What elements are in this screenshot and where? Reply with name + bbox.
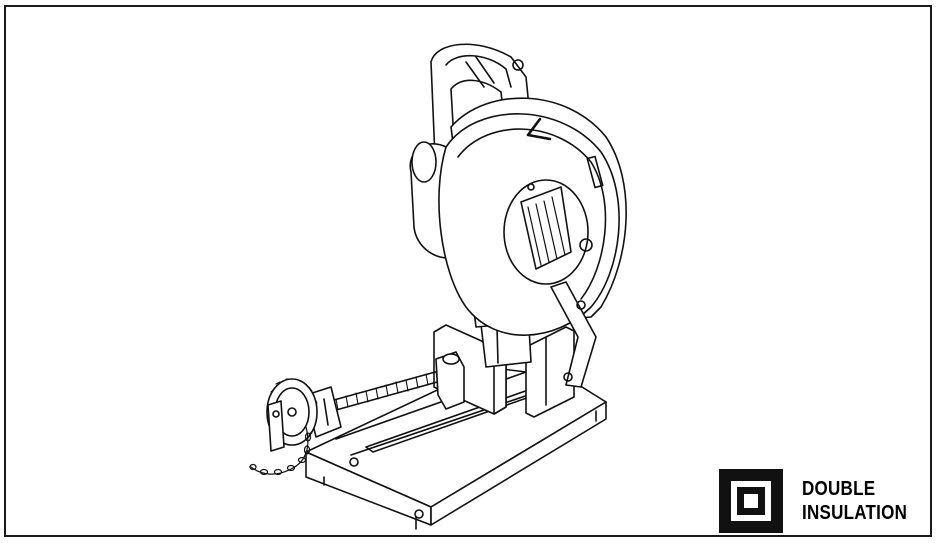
base-hole: [414, 509, 424, 519]
double-insulation-label: DOUBLE INSULATION: [802, 477, 907, 525]
linkage-arm: [550, 281, 597, 388]
handle-grip: [465, 61, 485, 88]
linkage-pin: [576, 300, 586, 310]
guard-bolt: [527, 183, 535, 191]
handle-grip: [475, 56, 495, 84]
handwheel-mount: [267, 400, 285, 452]
guard-slot: [586, 155, 604, 189]
motor-cap: [411, 141, 437, 183]
guard-arrow: [526, 117, 552, 141]
guard-window-hatch: [527, 196, 566, 266]
screw-edge: [317, 378, 449, 416]
guard-rim: [457, 128, 607, 300]
handwheel-knurl: [270, 378, 318, 436]
screw-bracket-line: [323, 398, 329, 426]
vise-post: [442, 353, 460, 365]
blade-guard: [438, 97, 627, 336]
screw-edge: [315, 368, 447, 406]
fence-right: [525, 326, 575, 418]
base-rail: [350, 388, 547, 456]
linkage-pin: [563, 372, 573, 382]
vise-jaw: [435, 351, 465, 410]
chain-link-marks: [249, 432, 312, 476]
handle-inner: [445, 54, 512, 88]
base-side: [430, 401, 607, 526]
handwheel-bolt: [272, 410, 280, 418]
cut-off-saw-illustration: [249, 43, 627, 530]
handwheel-hub: [287, 407, 297, 417]
handle-knob: [512, 59, 524, 71]
double-insulation-line2: INSULATION: [802, 502, 908, 524]
guard-linkage: [550, 281, 597, 388]
guard-bolt: [579, 238, 593, 252]
guard-window: [520, 186, 572, 270]
base-hole: [349, 457, 359, 467]
handwheel: [266, 378, 318, 452]
double-insulation-icon: [719, 469, 783, 533]
chain: [249, 426, 312, 476]
double-insulation-line1: DOUBLE: [802, 478, 876, 500]
page-frame: DOUBLE INSULATION: [4, 5, 932, 537]
